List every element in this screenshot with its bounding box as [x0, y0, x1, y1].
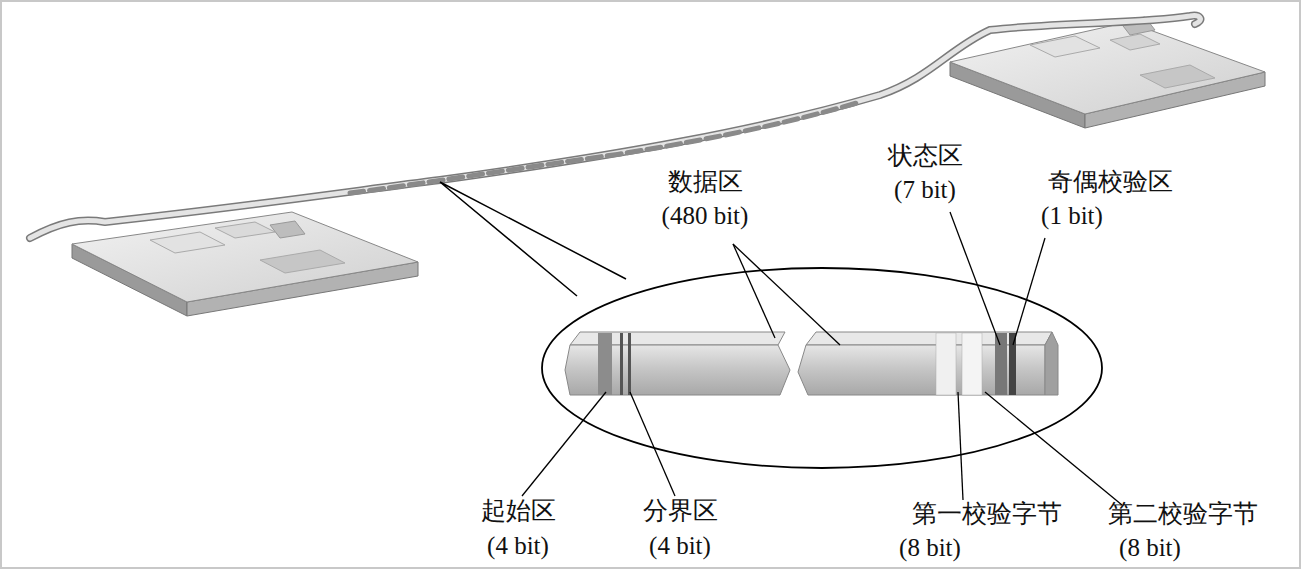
- board-top: [72, 212, 418, 302]
- leader-line: [733, 244, 775, 338]
- left-board: [72, 212, 418, 316]
- bit-count: (8 bit): [899, 534, 961, 562]
- leader-line: [958, 392, 963, 500]
- callout-ellipse: [542, 268, 1102, 468]
- bit-count: (480 bit): [662, 202, 749, 230]
- bar-end: [1045, 332, 1058, 395]
- chip: [1030, 36, 1100, 57]
- zone-name: 数据区: [668, 168, 743, 196]
- zone-name: 状态区: [888, 142, 963, 170]
- leader-line: [950, 212, 1000, 345]
- right-board: [950, 17, 1265, 128]
- cable-core: [30, 16, 1200, 238]
- cable: [30, 16, 1200, 238]
- zone-name: 第一校验字节: [912, 500, 1062, 528]
- leader-line: [630, 392, 675, 496]
- connector-block: [270, 221, 305, 238]
- frame-stream: [350, 102, 860, 193]
- boundary-zone: [628, 333, 631, 395]
- bit-count: (4 bit): [487, 532, 549, 560]
- chip: [215, 222, 275, 238]
- leader-line: [733, 244, 840, 345]
- bit-count: (7 bit): [894, 176, 956, 204]
- bit-count: (4 bit): [649, 532, 711, 560]
- chip: [1110, 34, 1160, 50]
- parity-zone: [1009, 333, 1016, 395]
- first-check-byte: [936, 333, 956, 395]
- callout-tail: [440, 182, 626, 296]
- bit-count: (1 bit): [1041, 202, 1103, 230]
- chip: [260, 250, 345, 273]
- frame-bar: [565, 332, 1058, 395]
- bar-right-piece: [798, 345, 1045, 395]
- start-zone: [598, 333, 612, 395]
- status-zone: [995, 333, 1007, 395]
- second-check-byte: [962, 333, 982, 395]
- boundary-zone: [620, 333, 623, 395]
- board-top: [950, 22, 1265, 114]
- chip: [1140, 65, 1215, 88]
- zone-name: 起始区: [481, 497, 556, 525]
- zone-name: 分界区: [643, 497, 718, 525]
- cable-outline: [30, 16, 1200, 238]
- bit-count: (8 bit): [1119, 534, 1181, 562]
- leader-line: [522, 392, 606, 496]
- zone-name: 奇偶校验区: [1048, 168, 1173, 196]
- leader-line: [1013, 238, 1045, 345]
- leader-lines: [522, 212, 1122, 505]
- callout: [440, 182, 1102, 468]
- chip: [150, 232, 225, 253]
- zone-name: 第二校验字节: [1108, 500, 1258, 528]
- leader-line: [985, 392, 1122, 505]
